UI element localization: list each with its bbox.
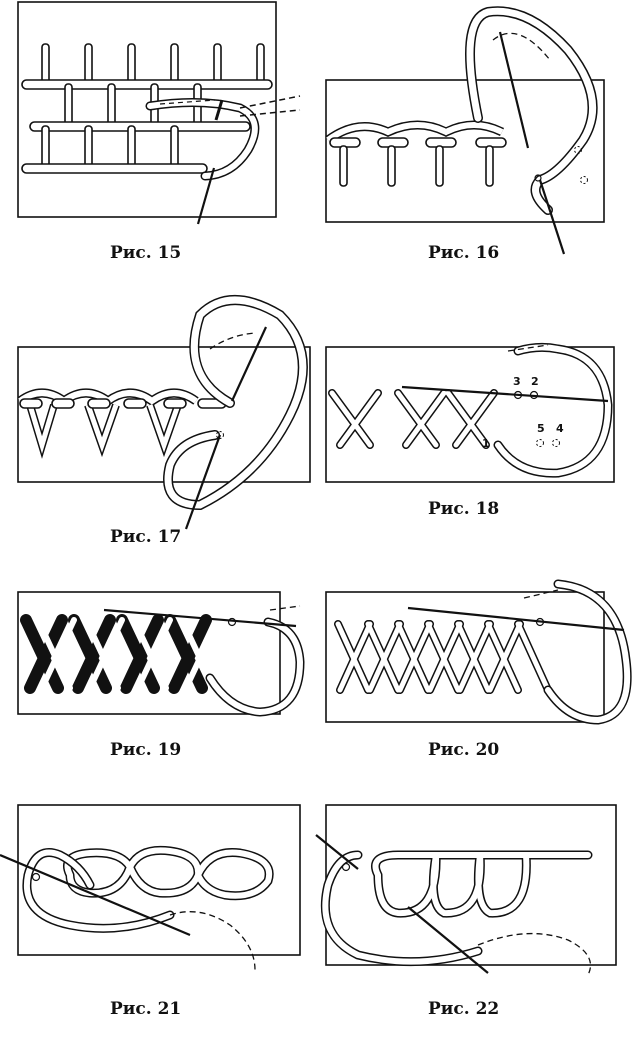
point-label: 2 (531, 375, 539, 388)
point-label: 3 (513, 375, 521, 388)
figure-caption: Рис. 22 (428, 999, 500, 1019)
figure-caption: Рис. 18 (428, 499, 500, 519)
figure-caption: Рис. 16 (428, 243, 500, 263)
needle-icon (538, 179, 566, 255)
figure-15-illustration (17, 1, 301, 225)
needle-icon (231, 326, 267, 402)
cross-stitches-dark (20, 614, 212, 694)
figure-18-illustration: 3 2 5 4 1 (325, 342, 615, 483)
figure-17: Рис. 17 (0, 285, 315, 555)
chain-loops (63, 845, 274, 901)
figure-18: 3 2 5 4 1 Рис. 18 (318, 285, 637, 555)
figure-22: Рис. 22 (315, 795, 637, 1045)
upper-row-stitches (21, 43, 273, 90)
stitch-row (17, 388, 227, 459)
point-label: 5 (537, 422, 545, 435)
needle-icon (196, 167, 216, 225)
needle-icon (0, 853, 191, 937)
needle-icon (407, 906, 489, 974)
lower-row-stitches (21, 125, 208, 174)
figure-16: Рис. 16 (318, 0, 637, 280)
figure-caption: Рис. 15 (110, 243, 182, 263)
needle-icon (184, 434, 222, 530)
figure-20-illustration (325, 579, 632, 725)
stitch-row (325, 120, 507, 187)
needle-icon (315, 834, 359, 870)
point-label: 4 (556, 422, 564, 435)
needle-icon (401, 385, 609, 403)
figure-caption: Рис. 21 (110, 999, 182, 1019)
figure-15: Рис. 15 (0, 0, 310, 280)
figure-17-illustration (17, 295, 311, 530)
needle-icon (103, 608, 297, 628)
figure-21: Рис. 21 (0, 795, 315, 1045)
figure-22-illustration (315, 804, 617, 976)
figure-19-illustration (17, 591, 305, 717)
figure-20: Рис. 20 (318, 570, 637, 770)
point-label: 1 (482, 437, 490, 450)
needle-icon (407, 606, 625, 632)
figure-caption: Рис. 17 (110, 527, 182, 547)
needle-icon (498, 31, 530, 149)
figure-caption: Рис. 20 (428, 740, 500, 760)
figure-caption: Рис. 19 (110, 740, 182, 760)
figure-21-illustration (0, 804, 301, 971)
figure-16-illustration (325, 6, 605, 255)
figure-19: Рис. 19 (0, 570, 315, 770)
